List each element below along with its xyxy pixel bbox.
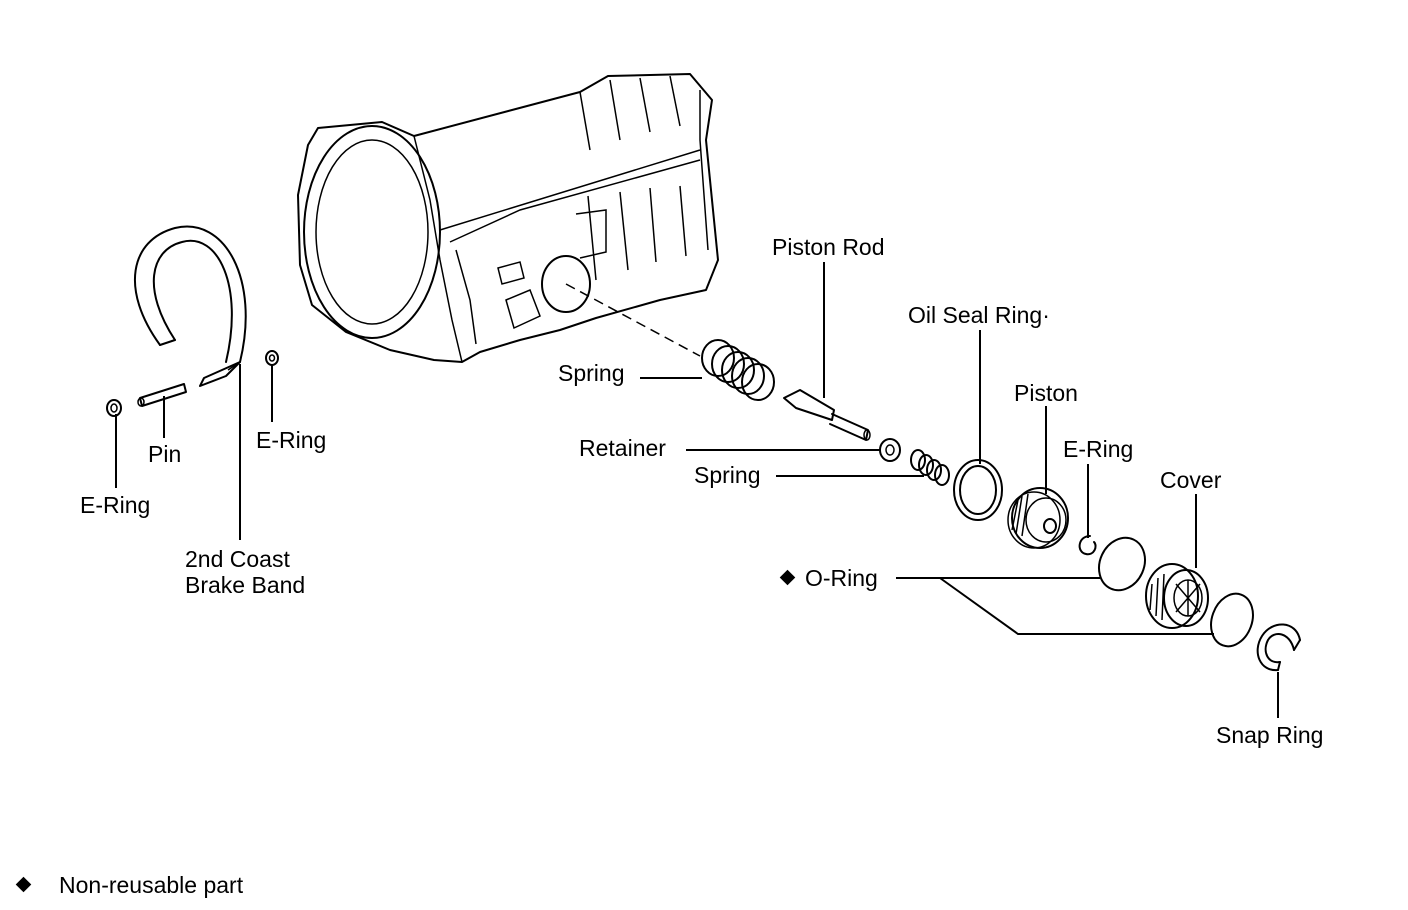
label-brake-band: 2nd Coast Brake Band	[185, 546, 305, 598]
label-piston-rod: Piston Rod	[772, 234, 885, 260]
label-snap-ring: Snap Ring	[1216, 722, 1324, 748]
legend-text: Non-reusable part	[59, 872, 244, 898]
label-oil-seal-ring: Oil Seal Ring·	[908, 302, 1050, 328]
assembly-axis-dashed	[565, 283, 701, 357]
non-reusable-diamond-icon	[779, 569, 796, 586]
e-ring-right-part	[1078, 535, 1097, 556]
label-e-ring-left-upper: E-Ring	[256, 427, 327, 453]
label-piston: Piston	[1014, 380, 1078, 406]
label-e-ring-left-lower: E-Ring	[80, 492, 151, 518]
label-brake-band-line1: 2nd Coast	[185, 546, 290, 572]
retainer	[879, 438, 901, 462]
label-brake-band-line2: Brake Band	[185, 572, 306, 598]
label-e-ring-right: E-Ring	[1063, 436, 1134, 462]
label-spring-top: Spring	[558, 360, 625, 386]
label-cover: Cover	[1160, 467, 1222, 493]
pin	[137, 383, 187, 407]
brake-band	[134, 225, 247, 387]
piston	[1007, 487, 1069, 549]
piston-rod	[783, 389, 871, 441]
label-o-ring-text: O-Ring	[805, 565, 878, 591]
label-spring-lower: Spring	[694, 462, 761, 488]
spring-small	[910, 449, 950, 486]
cover	[1145, 563, 1209, 629]
o-ring-1	[1098, 536, 1146, 592]
oil-seal-ring	[953, 459, 1003, 521]
e-ring-left-lower-part	[106, 399, 122, 417]
legend: Non-reusable part	[15, 872, 244, 898]
o-ring-2	[1210, 592, 1254, 648]
snap-ring	[1256, 623, 1301, 672]
legend-diamond-icon	[15, 876, 32, 893]
e-ring-left-upper-part	[265, 350, 279, 366]
spring-large	[701, 339, 775, 401]
transmission-case	[297, 73, 719, 363]
leader-lines	[115, 262, 1279, 718]
label-o-ring: O-Ring	[779, 565, 878, 591]
label-pin: Pin	[148, 441, 182, 467]
label-retainer: Retainer	[579, 435, 666, 461]
